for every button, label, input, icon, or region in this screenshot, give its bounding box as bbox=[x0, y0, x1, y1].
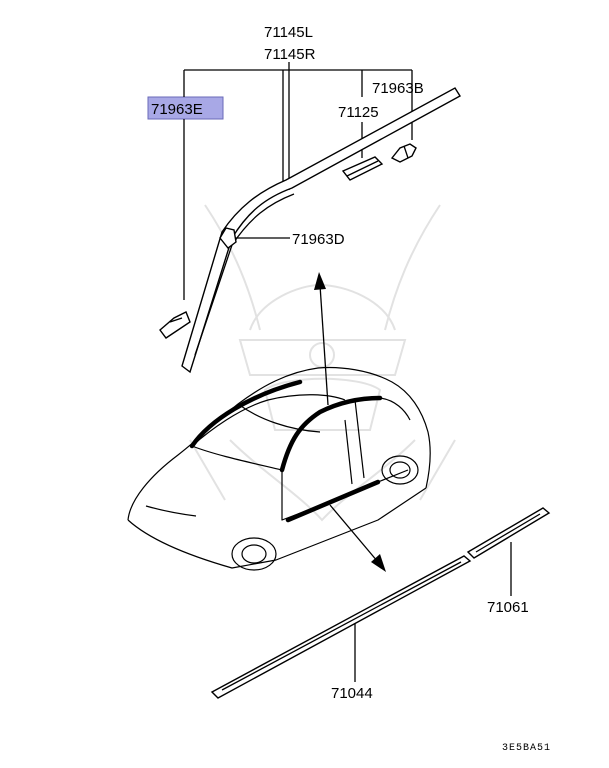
vehicle-outline bbox=[127, 366, 431, 571]
callout-71061: 71061 bbox=[487, 599, 529, 616]
clip-71125 bbox=[341, 156, 384, 181]
callout-71145r: 71145R bbox=[264, 46, 316, 63]
clip-71963e bbox=[159, 311, 191, 339]
callout-71963d: 71963D bbox=[292, 231, 345, 248]
side-moulding-71044 bbox=[210, 555, 472, 699]
callout-71145l: 71145L bbox=[264, 24, 313, 41]
side-moulding-71061 bbox=[466, 507, 551, 559]
clip-71963d bbox=[219, 227, 237, 249]
leader-lines bbox=[183, 62, 512, 682]
callout-71963e: 71963E bbox=[151, 101, 203, 118]
arrow-to-roof-moulding bbox=[314, 272, 329, 406]
highlight-71963e bbox=[147, 96, 224, 120]
callout-71963b: 71963B bbox=[372, 80, 424, 97]
roof-moulding-71145 bbox=[181, 87, 461, 374]
arrow-to-side-moulding bbox=[329, 504, 386, 572]
drawing-code: 3E5BA51 bbox=[502, 743, 551, 754]
callout-71044: 71044 bbox=[331, 685, 373, 702]
callout-71125: 71125 bbox=[338, 104, 379, 121]
clip-71963b bbox=[390, 143, 417, 163]
